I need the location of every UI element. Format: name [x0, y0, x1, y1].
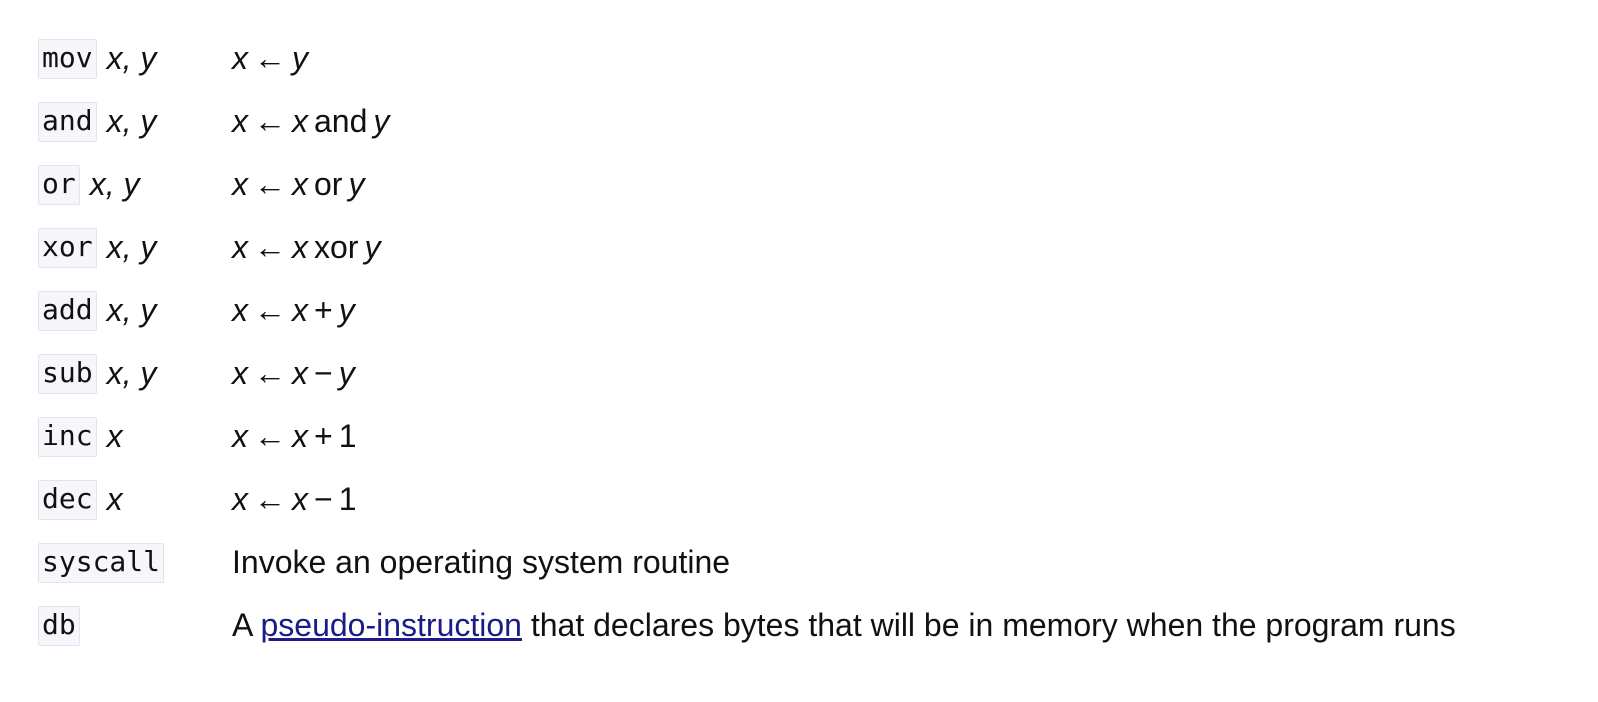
assign-arrow: ←	[254, 229, 286, 265]
target-variable: x	[232, 481, 248, 517]
description-text-before: A	[232, 607, 252, 643]
target-variable: x	[232, 355, 248, 391]
target-variable: x	[232, 166, 248, 202]
mnemonic-code: sub	[38, 353, 97, 394]
assign-arrow: ←	[254, 103, 286, 139]
left-operand: x	[292, 229, 308, 265]
operator: −	[314, 355, 333, 391]
instruction-row-dec: dec x x←x−1	[38, 468, 1456, 531]
description-cell: x←x+y	[232, 292, 355, 329]
left-operand: x	[292, 481, 308, 517]
right-operand: y	[338, 292, 355, 328]
mnemonic-code: mov	[38, 38, 97, 79]
operands: x	[106, 481, 123, 517]
operands: x	[106, 418, 123, 454]
instruction-cell: or x, y	[38, 164, 232, 205]
operands: x, y	[106, 292, 157, 328]
target-variable: x	[232, 418, 248, 454]
left-operand: x	[292, 103, 308, 139]
description-cell: Invoke an operating system routine	[232, 544, 730, 581]
mnemonic-code: dec	[38, 479, 97, 520]
description-cell: x←y	[232, 40, 308, 77]
instruction-row-db: db A pseudo-instruction that declares by…	[38, 594, 1456, 657]
description-cell: x←x−1	[232, 481, 356, 518]
mnemonic-code: syscall	[38, 542, 165, 583]
instruction-cell: db	[38, 605, 232, 646]
description-cell: A pseudo-instruction that declares bytes…	[232, 607, 1456, 644]
description-cell: x←x−y	[232, 355, 355, 392]
operator: −	[314, 481, 333, 517]
assign-arrow: ←	[254, 166, 286, 202]
instruction-cell: and x, y	[38, 101, 232, 142]
right-operand: y	[338, 355, 355, 391]
target-variable: x	[232, 229, 248, 265]
target-variable: x	[232, 292, 248, 328]
target-variable: x	[232, 103, 248, 139]
instruction-cell: dec x	[38, 479, 232, 520]
assign-arrow: ←	[254, 40, 286, 76]
left-operand: x	[292, 166, 308, 202]
operands: x, y	[106, 229, 157, 265]
instruction-row-inc: inc x x←x+1	[38, 405, 1456, 468]
operator: xor	[314, 229, 359, 265]
source-variable: y	[292, 40, 308, 76]
left-operand: x	[292, 355, 308, 391]
constant-value: 1	[338, 481, 357, 517]
assign-arrow: ←	[254, 418, 286, 454]
instruction-row-mov: mov x, y x←y	[38, 27, 1456, 90]
right-operand: y	[364, 229, 381, 265]
instruction-cell: syscall	[38, 542, 232, 583]
operator: and	[314, 103, 368, 139]
constant-value: 1	[338, 418, 357, 454]
left-operand: x	[292, 292, 308, 328]
operands: x, y	[106, 103, 157, 139]
assign-arrow: ←	[254, 292, 286, 328]
instruction-cell: xor x, y	[38, 227, 232, 268]
assign-arrow: ←	[254, 355, 286, 391]
description-text: Invoke an operating system routine	[232, 544, 731, 580]
instruction-row-sub: sub x, y x←x−y	[38, 342, 1456, 405]
operands: x, y	[106, 40, 157, 76]
mnemonic-code: xor	[38, 227, 97, 268]
instruction-cell: add x, y	[38, 290, 232, 331]
instruction-cell: inc x	[38, 416, 232, 457]
operands: x, y	[106, 355, 157, 391]
operator: +	[314, 418, 333, 454]
description-text-after: that declares bytes that will be in memo…	[530, 607, 1456, 643]
instruction-row-add: add x, y x←x+y	[38, 279, 1456, 342]
instruction-cell: sub x, y	[38, 353, 232, 394]
right-operand: y	[373, 103, 390, 139]
mnemonic-code: and	[38, 101, 97, 142]
operands: x, y	[89, 166, 140, 202]
left-operand: x	[292, 418, 308, 454]
mnemonic-code: add	[38, 290, 97, 331]
mnemonic-code: or	[38, 164, 80, 205]
mnemonic-code: db	[38, 605, 80, 646]
mnemonic-code: inc	[38, 416, 97, 457]
assign-arrow: ←	[254, 481, 286, 517]
operator: +	[314, 292, 333, 328]
pseudo-instruction-link[interactable]: pseudo-instruction	[260, 607, 522, 643]
right-operand: y	[348, 166, 365, 202]
target-variable: x	[232, 40, 248, 76]
description-cell: x←x+1	[232, 418, 356, 455]
instruction-row-syscall: syscall Invoke an operating system routi…	[38, 531, 1456, 594]
operator: or	[314, 166, 343, 202]
instruction-cell: mov x, y	[38, 38, 232, 79]
